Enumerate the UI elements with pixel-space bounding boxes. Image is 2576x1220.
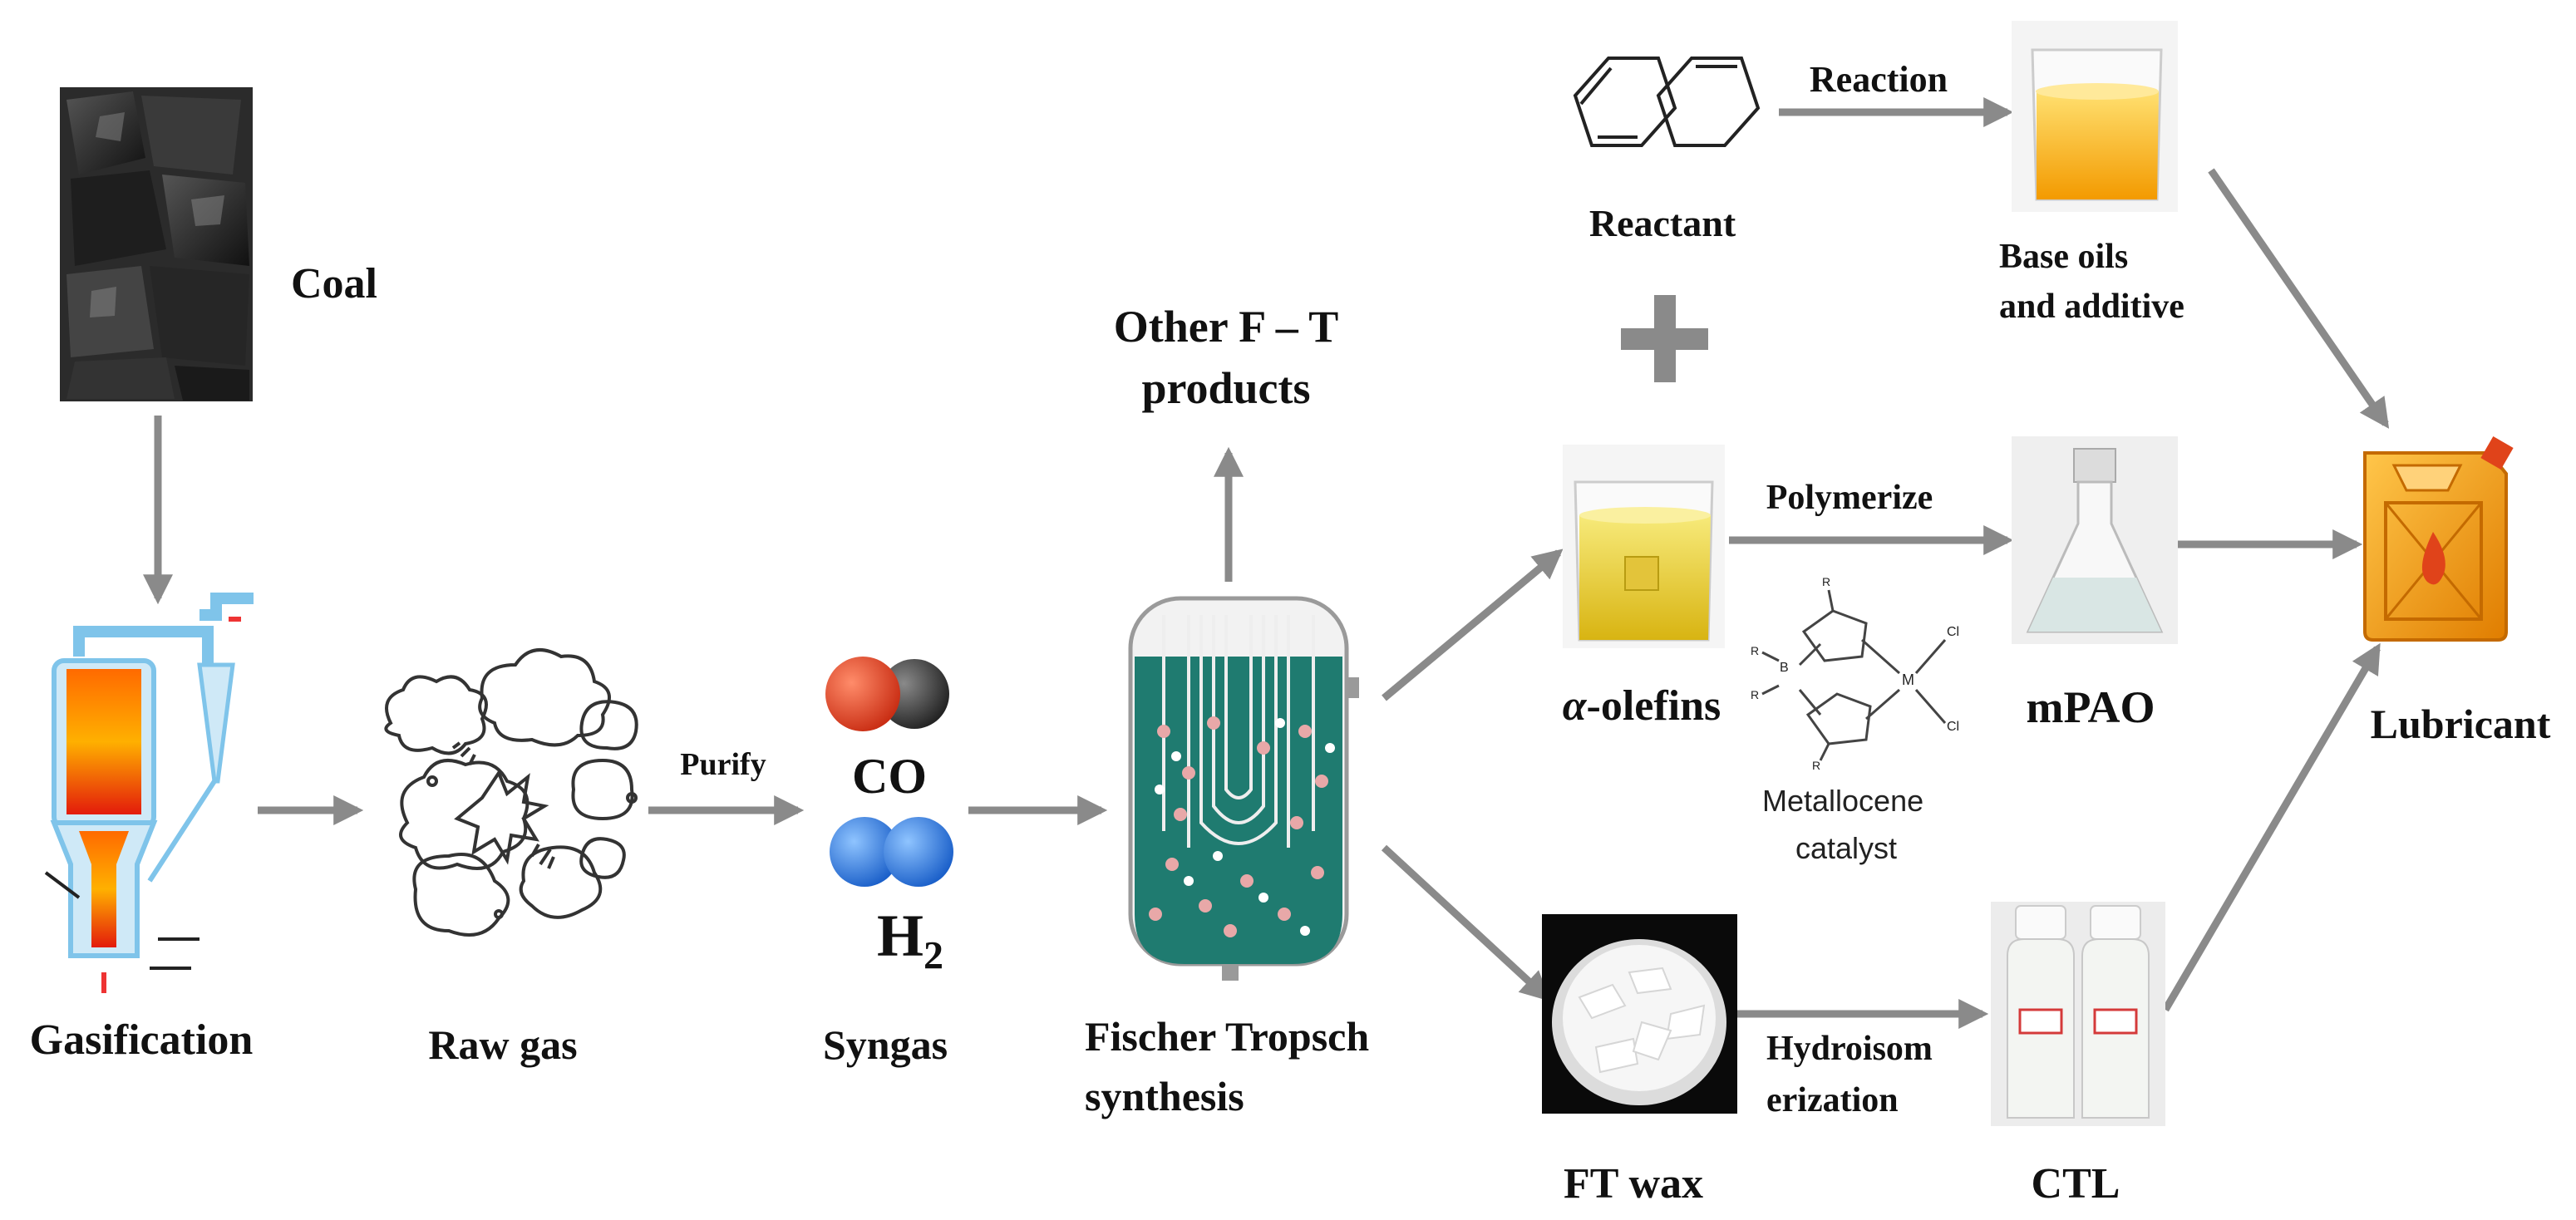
fischer-tropsch-reactor xyxy=(1128,596,1359,981)
metallocene-label-line2: catalyst xyxy=(1795,831,1898,865)
reactant-label: Reactant xyxy=(1588,202,1736,244)
lubricant-label: Lubricant xyxy=(2370,701,2551,747)
ft-wax-image xyxy=(1542,914,1737,1114)
hydroisom-label-line2: erization xyxy=(1766,1081,1899,1119)
h2-label: H2 xyxy=(877,902,943,978)
arrow-ctl-to-lubricant xyxy=(2162,642,2381,1012)
catalyst-atom-m: M xyxy=(1902,671,1914,688)
h2-subscript: 2 xyxy=(924,933,944,978)
arrow-reactor-to-ftwax xyxy=(1381,844,1551,1001)
metallocene-catalyst-structure xyxy=(1761,589,1947,761)
arrow-baseoils-to-lubricant xyxy=(2208,168,2390,429)
base-oils-label-line2: and additive xyxy=(1999,288,2184,326)
mpao-flask-image xyxy=(2012,436,2178,644)
alpha-symbol: α xyxy=(1562,682,1587,730)
catalyst-atom-r-1: R xyxy=(1822,575,1831,588)
purify-label: Purify xyxy=(680,747,766,782)
mpao-label: mPAO xyxy=(2026,682,2155,732)
other-ft-products-label-line2: products xyxy=(1141,363,1311,413)
catalyst-atom-cl-top: Cl xyxy=(1947,625,1960,639)
raw-gas-clouds xyxy=(384,648,638,937)
gasification-label: Gasification xyxy=(29,1016,254,1064)
coal-image xyxy=(60,87,253,401)
reaction-label: Reaction xyxy=(1809,59,1948,100)
arrow-reactor-to-olefins xyxy=(1382,549,1564,701)
raw-gas-label: Raw gas xyxy=(428,1021,578,1068)
polymerize-label: Polymerize xyxy=(1766,479,1933,517)
catalyst-atom-r-4: R xyxy=(1812,759,1821,772)
other-ft-products-label-line1: Other F – T xyxy=(1113,302,1339,352)
base-oils-label-line1: Base oils xyxy=(1999,238,2129,276)
h2-molecule xyxy=(830,817,953,887)
flow-arrows xyxy=(143,97,2390,1029)
lubricant-jerrycan-image xyxy=(2363,436,2514,642)
catalyst-atom-r-2: R xyxy=(1751,644,1760,657)
ctl-bottles-image xyxy=(1991,902,2165,1126)
hydroisom-label-line1: Hydroisom xyxy=(1766,1030,1933,1068)
ctl-label: CTL xyxy=(2031,1160,2120,1208)
coal-label: Coal xyxy=(291,260,377,307)
reactant-structure xyxy=(1573,57,1761,147)
ft-synthesis-label-line2: synthesis xyxy=(1085,1073,1244,1119)
plus-icon xyxy=(1621,295,1708,382)
syngas-label: Syngas xyxy=(822,1021,948,1068)
alpha-olefins-label: α-olefins xyxy=(1563,681,1721,731)
alpha-olefins-beaker-image xyxy=(1563,445,1725,648)
catalyst-atom-b: B xyxy=(1780,661,1789,675)
metallocene-label-line1: Metallocene xyxy=(1762,784,1924,818)
co-molecule xyxy=(825,657,949,731)
co-label: CO xyxy=(852,749,927,804)
base-oils-beaker-image xyxy=(2012,21,2178,212)
catalyst-atom-r-3: R xyxy=(1751,688,1760,701)
h2-symbol: H xyxy=(876,903,924,969)
gasifier-illustration xyxy=(44,593,254,993)
catalyst-atom-cl-bottom: Cl xyxy=(1947,720,1960,734)
ft-wax-label: FT wax xyxy=(1563,1160,1704,1208)
olefins-text: -olefins xyxy=(1586,682,1721,730)
ft-synthesis-label-line1: Fischer Tropsch xyxy=(1085,1013,1370,1060)
